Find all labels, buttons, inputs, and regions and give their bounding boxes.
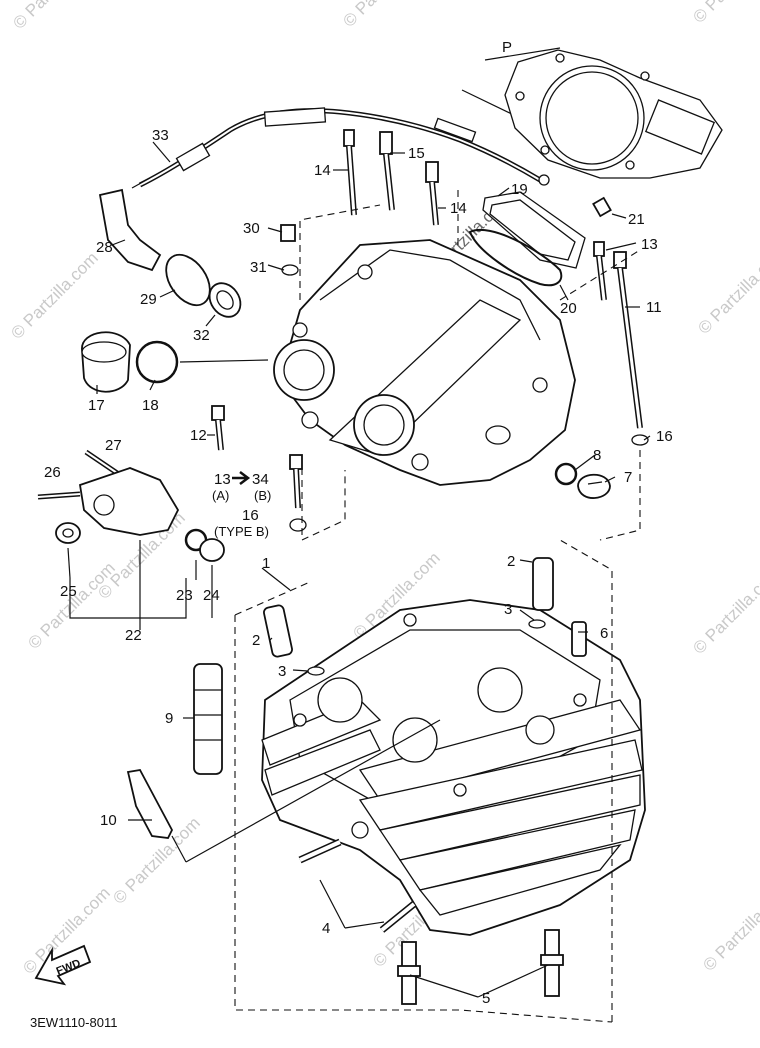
assembly-lines [234, 190, 641, 1023]
callout-21: 21 [628, 211, 645, 228]
left-parts [81, 188, 299, 451]
plug-and-oring [554, 462, 611, 499]
water-outlet-assembly [37, 449, 307, 630]
watermark: © Partzilla.com [7, 248, 101, 342]
callout-23: 23 [176, 587, 193, 604]
note-13: 13 [214, 471, 231, 488]
callout-1: 1 [262, 555, 270, 572]
callout-11: 11 [646, 299, 662, 316]
watermark: © Partzilla.com [689, 563, 760, 657]
callout-29: 29 [140, 291, 157, 308]
callout-14: 14 [450, 200, 467, 217]
callout-30: 30 [243, 220, 260, 237]
callout-15: 15 [408, 145, 425, 162]
callout-14: 14 [314, 162, 331, 179]
watermark: © Partzilla.com [339, 0, 433, 31]
callout-28: 28 [96, 239, 113, 256]
callout-8: 8 [593, 447, 601, 464]
gasket-kit-p: P [461, 39, 723, 179]
note-type-b: 13 34 (A) (B) 16 (TYPE B) [212, 471, 271, 539]
callout-2: 2 [507, 553, 515, 570]
callout-18: 18 [142, 397, 159, 414]
callout-27: 27 [105, 437, 122, 454]
callout-3: 3 [278, 663, 286, 680]
callouts: 33 14 15 14 19 21 13 30 31 28 29 32 20 1… [44, 127, 673, 1007]
cover-gasket [468, 191, 649, 446]
watermark: © Partzilla.com [9, 0, 103, 33]
callout-26: 26 [44, 464, 61, 481]
callout-6: 6 [600, 625, 608, 642]
callout-22: 22 [125, 627, 142, 644]
watermark: © Partzilla.com [699, 880, 760, 974]
note-a: (A) [212, 488, 229, 503]
note-34: 34 [252, 471, 269, 488]
callout-4: 4 [322, 920, 330, 937]
callout-20: 20 [560, 300, 577, 317]
note-16: 16 [242, 507, 259, 524]
set-label-p: P [502, 39, 512, 56]
callout-12: 12 [190, 427, 207, 444]
bolts-top [343, 129, 439, 226]
callout-19: 19 [511, 181, 528, 198]
decompression-cable [131, 107, 550, 189]
callout-33: 33 [152, 127, 169, 144]
watermark: © Partzilla.com [694, 243, 760, 337]
callout-10: 10 [100, 812, 117, 829]
callout-24: 24 [203, 587, 220, 604]
note-b: (B) [254, 488, 271, 503]
callout-17: 17 [88, 397, 105, 414]
cylinder-head-cover [273, 239, 576, 486]
callout-13: 13 [641, 236, 658, 253]
callout-3: 3 [504, 601, 512, 618]
lower-parts [126, 557, 587, 1005]
callout-31: 31 [250, 259, 267, 276]
watermark: © Partzilla.com [24, 558, 118, 652]
callout-32: 32 [193, 327, 210, 344]
callout-16: 16 [656, 428, 673, 445]
callout-5: 5 [482, 990, 490, 1007]
diagram-code: 3EW1110-8011 [30, 1015, 117, 1030]
watermark: © Partzilla.com [689, 0, 760, 27]
cylinder-head [261, 599, 646, 936]
leader-lines [67, 141, 651, 998]
callout-9: 9 [165, 710, 173, 727]
callout-2: 2 [252, 632, 260, 649]
note-type-b: (TYPE B) [214, 524, 269, 539]
callout-25: 25 [60, 583, 77, 600]
callout-7: 7 [624, 469, 632, 486]
